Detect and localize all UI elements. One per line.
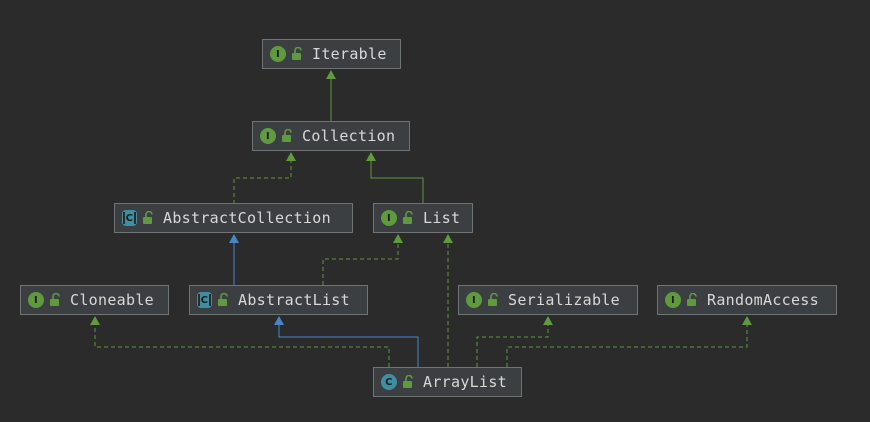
open-lock-icon	[143, 211, 153, 224]
abstract-class-icon: C	[197, 292, 212, 308]
open-lock-icon	[282, 129, 292, 142]
node-label: Collection	[302, 127, 396, 145]
interface-icon: I	[665, 292, 681, 308]
arrowhead-list-left	[393, 234, 403, 243]
abstract-class-icon: C	[122, 210, 137, 226]
interface-icon: I	[260, 128, 276, 144]
arrowhead-iterable	[326, 70, 336, 79]
node-abstract-list[interactable]: C AbstractList	[189, 285, 368, 315]
open-lock-icon	[403, 375, 413, 388]
arrowhead-abstractcollection	[229, 234, 239, 243]
node-label: List	[423, 209, 461, 227]
edge-arraylist-cloneable	[94, 324, 390, 367]
node-collection[interactable]: I Collection	[252, 121, 410, 151]
arrowhead-serializable	[543, 316, 553, 325]
interface-icon: I	[466, 292, 482, 308]
edge-arraylist-abstractlist	[278, 324, 419, 367]
node-list[interactable]: I List	[373, 203, 473, 233]
edge-list-collection	[370, 160, 424, 204]
node-label: Iterable	[312, 45, 387, 63]
node-random-access[interactable]: I RandomAccess	[657, 285, 837, 315]
node-label: ArrayList	[423, 373, 507, 391]
node-label: Cloneable	[70, 291, 154, 309]
edge-arraylist-randomaccess	[506, 324, 748, 367]
node-cloneable[interactable]: I Cloneable	[20, 285, 169, 315]
interface-icon: I	[381, 210, 397, 226]
edge-abstractcollection-collection	[233, 160, 292, 204]
node-iterable[interactable]: I Iterable	[262, 39, 401, 69]
node-label: AbstractCollection	[163, 209, 331, 227]
open-lock-icon	[687, 293, 697, 306]
open-lock-icon	[488, 293, 498, 306]
arrowhead-randomaccess	[742, 316, 752, 325]
node-label: AbstractList	[238, 291, 350, 309]
node-arraylist[interactable]: C ArrayList	[373, 367, 522, 397]
class-icon: C	[381, 374, 397, 390]
node-abstract-collection[interactable]: C AbstractCollection	[114, 203, 353, 233]
arrowhead-abstractlist	[274, 316, 284, 325]
arrowhead-collection-right	[366, 152, 376, 161]
interface-icon: I	[28, 292, 44, 308]
arrowhead-collection-left	[286, 152, 296, 161]
open-lock-icon	[218, 293, 228, 306]
open-lock-icon	[403, 211, 413, 224]
edge-arraylist-serializable	[476, 324, 549, 367]
arrowhead-cloneable	[90, 316, 100, 325]
node-serializable[interactable]: I Serializable	[458, 285, 638, 315]
open-lock-icon	[50, 293, 60, 306]
edge-abstractlist-list	[322, 242, 399, 285]
node-label: RandomAccess	[707, 291, 819, 309]
open-lock-icon	[292, 47, 302, 60]
arrowhead-list-right	[443, 234, 453, 243]
interface-icon: I	[270, 46, 286, 62]
node-label: Serializable	[508, 291, 620, 309]
